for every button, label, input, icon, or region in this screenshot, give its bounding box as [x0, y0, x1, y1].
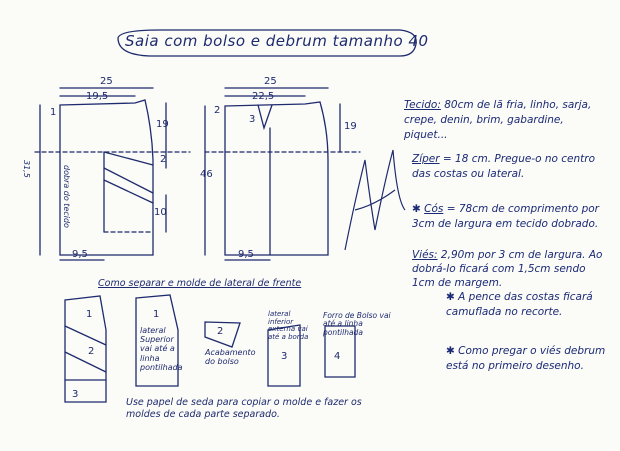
note-1: A pence das costas ficará camuflada no r…: [446, 291, 593, 319]
asterisk-icon: ✱: [412, 203, 421, 215]
piece-1-num: 1: [86, 309, 93, 320]
title-oval: [117, 29, 417, 57]
forro-label: Forro de Bolso vai até a linha pontilhad…: [323, 311, 391, 337]
back-waist-width: 22,5: [252, 91, 275, 102]
vies-text: 2,90m por 3 cm de largura. Ao dobrá-lo f…: [412, 249, 603, 290]
back-side-top: 2: [214, 105, 221, 116]
lateral-superior-label: lateral Superior vai até a linha pontilh…: [140, 326, 183, 372]
piece-3-num: 3: [72, 389, 79, 400]
back-top-width: 25: [264, 76, 277, 87]
lateral-inferior-label: lateral inferior externa vai até a borda: [268, 310, 309, 342]
signature: [344, 149, 406, 251]
ziper-label: Zíper: [412, 153, 440, 165]
piece-2-num: 2: [88, 346, 95, 357]
front-side-length: 31,5: [22, 160, 31, 178]
piece-assembled: [64, 295, 107, 403]
back-dart: [257, 104, 273, 131]
cos-text: = 78cm de comprimento por 3cm de largura…: [412, 203, 599, 231]
asterisk-icon: ✱: [446, 291, 455, 303]
front-pocket-line-2: [103, 167, 154, 194]
piece-lateral-superior: [135, 294, 179, 387]
piece-acabamento: [204, 321, 241, 348]
front-pocket-depth: 10: [154, 207, 167, 218]
front-pocket-line-1: [103, 151, 154, 166]
front-side-top: 1: [50, 107, 57, 118]
back-length: 46: [200, 169, 213, 180]
forro-num: 4: [334, 351, 341, 362]
front-pocket-line-3: [103, 179, 154, 204]
front-center-label: dobra do tecido: [62, 165, 71, 228]
cos-label: Cós: [424, 203, 444, 215]
back-hip-depth: 19: [344, 121, 357, 132]
front-top-width: 25: [100, 76, 113, 87]
lateral-superior-num: 1: [153, 309, 160, 320]
piece-forro-bolso: [324, 325, 356, 378]
section-heading: Como separar e molde de lateral de frent…: [98, 278, 302, 289]
acabamento-label: Acabamento do bolso: [205, 348, 256, 367]
bottom-note: Use papel de seda para copiar o molde e …: [126, 397, 362, 421]
acabamento-num: 2: [217, 326, 224, 337]
ziper-text: = 18 cm. Pregue-o no centro das costas o…: [412, 153, 596, 181]
vies-label: Viés:: [412, 249, 438, 261]
page-title: Saia com bolso e debrum tamanho 40: [125, 32, 429, 50]
front-waist-width: 19,5: [86, 91, 109, 102]
asterisk-icon: ✱: [446, 345, 455, 357]
front-hem-width: 9,5: [72, 249, 88, 260]
back-skirt-outline: [224, 101, 329, 256]
back-dart-depth: 3: [249, 114, 256, 125]
back-hem-width: 9,5: [238, 249, 254, 260]
front-pocket-mark: 2: [160, 154, 167, 165]
piece-lateral-inferior: [267, 324, 301, 387]
front-skirt-outline: [59, 99, 154, 256]
tecido-label: Tecido:: [404, 99, 441, 111]
front-hip-depth: 19: [156, 119, 169, 130]
lateral-inferior-num: 3: [281, 351, 288, 362]
tecido-text: 80cm de lã fria, linho, sarja, crepe, de…: [404, 99, 592, 142]
note-2: Como pregar o viés debrum está no primei…: [446, 345, 606, 373]
